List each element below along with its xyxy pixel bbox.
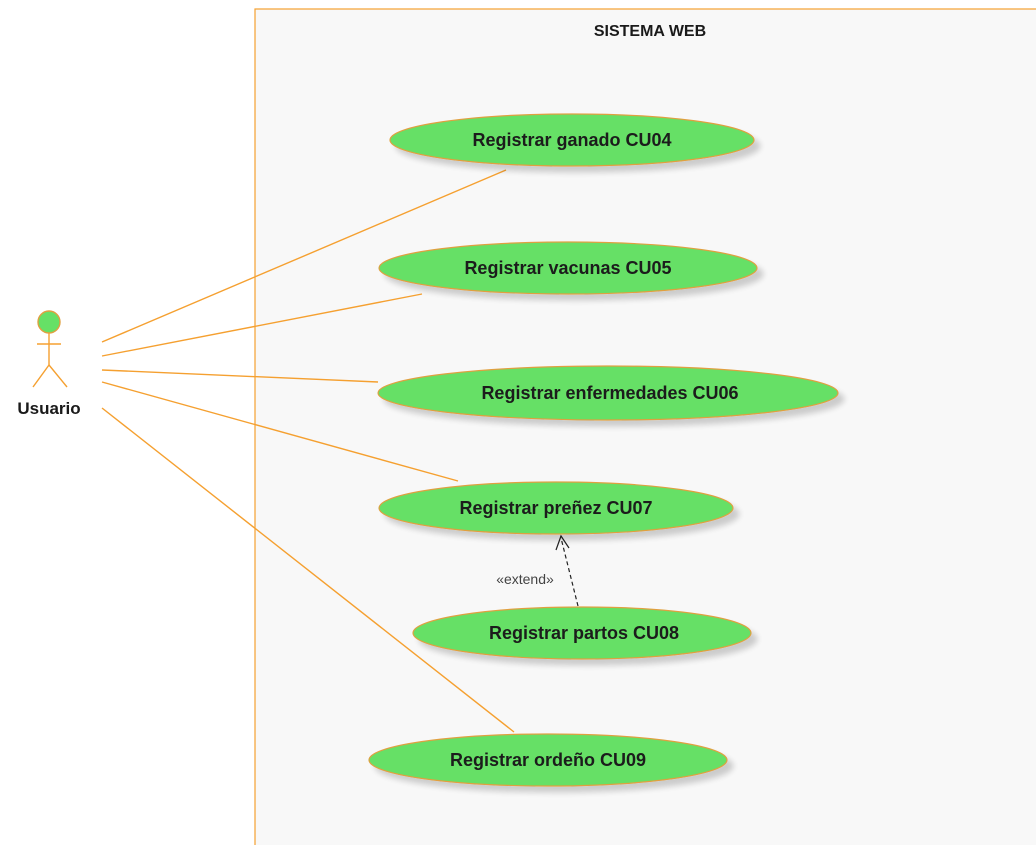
use-case-ellipse bbox=[368, 733, 728, 787]
use-case-ellipse bbox=[378, 241, 758, 295]
use-case-cu07[interactable]: Registrar preñez CU07 bbox=[378, 481, 734, 535]
association-cu06 bbox=[101, 369, 379, 383]
actor-body bbox=[32, 333, 68, 388]
use-case-cu06[interactable]: Registrar enfermedades CU06 bbox=[377, 365, 839, 421]
association-cu07 bbox=[101, 381, 459, 482]
use-case-ellipse bbox=[378, 481, 734, 535]
use-case-ellipse bbox=[389, 113, 755, 167]
use-case-label: Registrar partos CU08 bbox=[489, 623, 679, 643]
system-title: SISTEMA WEB bbox=[594, 23, 706, 40]
actor-usuario[interactable]: Usuario bbox=[17, 310, 81, 418]
actor-head bbox=[37, 310, 61, 334]
use-case-ellipse bbox=[377, 365, 839, 421]
use-case-cu05[interactable]: Registrar vacunas CU05 bbox=[378, 241, 758, 295]
association-cu04 bbox=[101, 169, 507, 343]
use-case-label: Registrar ganado CU04 bbox=[472, 130, 671, 150]
use-case-label: Registrar vacunas CU05 bbox=[464, 258, 671, 278]
extend-arrowhead bbox=[555, 534, 570, 551]
use-case-cu09[interactable]: Registrar ordeño CU09 bbox=[368, 733, 728, 787]
use-case-label: Registrar enfermedades CU06 bbox=[481, 383, 738, 403]
use-case-cu04[interactable]: Registrar ganado CU04 bbox=[389, 113, 755, 167]
extend-label: «extend» bbox=[496, 571, 554, 587]
extend-relationship: «extend» bbox=[496, 534, 579, 607]
extend-line bbox=[560, 537, 579, 607]
use-case-label: Registrar ordeño CU09 bbox=[450, 750, 646, 770]
use-case-ellipse bbox=[412, 606, 752, 660]
use-case-cu08[interactable]: Registrar partos CU08 bbox=[412, 606, 752, 660]
use-case-label: Registrar preñez CU07 bbox=[459, 498, 652, 518]
association-cu09 bbox=[101, 407, 515, 733]
actor-label: Usuario bbox=[17, 399, 80, 418]
association-cu05 bbox=[101, 293, 423, 357]
associations bbox=[101, 169, 515, 733]
